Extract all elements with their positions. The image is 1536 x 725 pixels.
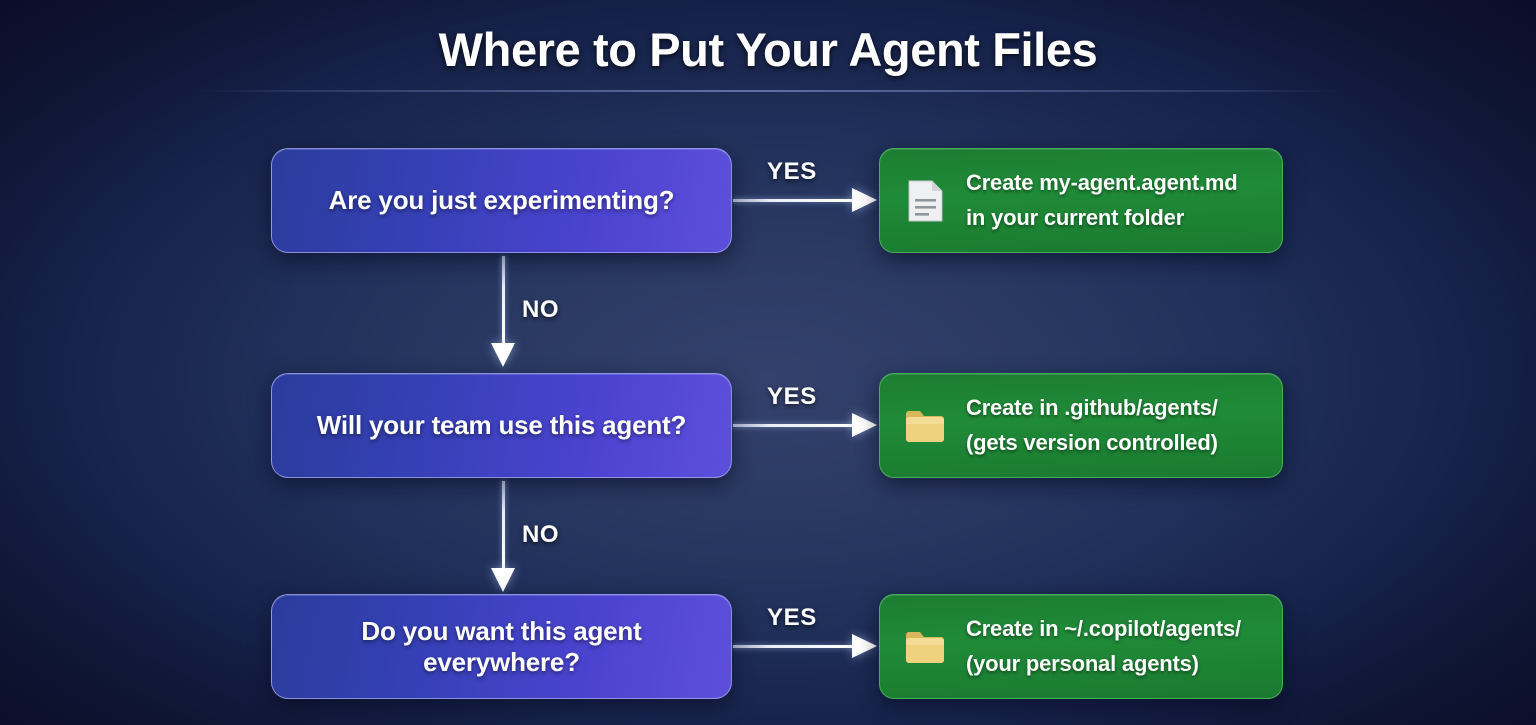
page-title: Where to Put Your Agent Files (438, 23, 1098, 76)
result-box-2-text: Create in ~/.copilot/agents/ (your perso… (966, 612, 1241, 682)
yes-arrow-2-line (733, 645, 855, 648)
yes-arrow-0: YES (733, 158, 881, 212)
question-box-2-label: Do you want this agent everywhere? (361, 615, 642, 677)
yes-arrow-2-head (852, 634, 877, 658)
yes-arrow-2-label: YES (767, 604, 817, 631)
yes-arrow-0-head (852, 188, 877, 212)
no-arrow-0: NO (491, 256, 612, 368)
question-box-1-label: Will your team use this agent? (316, 410, 687, 440)
folder-icon (901, 623, 949, 671)
no-arrow-0-head (491, 343, 515, 367)
no-arrow-1-head (491, 568, 515, 592)
result-box-0[interactable]: Create my-agent.agent.md in your current… (879, 148, 1283, 253)
result-box-1-text: Create in .github/agents/ (gets version … (966, 391, 1218, 461)
no-arrow-0-line (502, 256, 505, 346)
document-icon (901, 177, 949, 225)
result-box-0-line2: in your current folder (966, 204, 1185, 230)
no-arrow-1-label: NO (522, 521, 560, 548)
yes-arrow-1-label: YES (767, 383, 817, 410)
result-box-1-line2: (gets version controlled) (966, 429, 1218, 455)
result-box-0-text: Create my-agent.agent.md in your current… (966, 166, 1238, 236)
yes-arrow-0-line (733, 199, 855, 202)
result-box-1-line1: Create in .github/agents/ (966, 394, 1218, 420)
folder-icon (901, 402, 949, 450)
result-box-2-line1: Create in ~/.copilot/agents/ (966, 615, 1241, 641)
no-arrow-1-line (502, 481, 505, 571)
yes-arrow-1-head (852, 413, 877, 437)
title-divider (198, 90, 1340, 92)
result-box-0-line1: Create my-agent.agent.md (966, 169, 1238, 195)
question-box-2[interactable]: Do you want this agent everywhere? (271, 594, 732, 699)
no-arrow-0-label: NO (522, 296, 560, 323)
yes-arrow-1-line (733, 424, 855, 427)
yes-arrow-2: YES (733, 604, 881, 658)
title-area: Where to Put Your Agent Files (0, 0, 1536, 96)
yes-arrow-0-label: YES (767, 158, 817, 185)
result-box-1[interactable]: Create in .github/agents/ (gets version … (879, 373, 1283, 478)
result-box-2-line2: (your personal agents) (966, 650, 1199, 676)
yes-arrow-1: YES (733, 383, 881, 437)
no-arrow-1: NO (491, 481, 612, 593)
question-box-0[interactable]: Are you just experimenting? (271, 148, 732, 253)
question-box-1[interactable]: Will your team use this agent? (271, 373, 732, 478)
result-box-2[interactable]: Create in ~/.copilot/agents/ (your perso… (879, 594, 1283, 699)
question-box-0-label: Are you just experimenting? (328, 185, 675, 215)
